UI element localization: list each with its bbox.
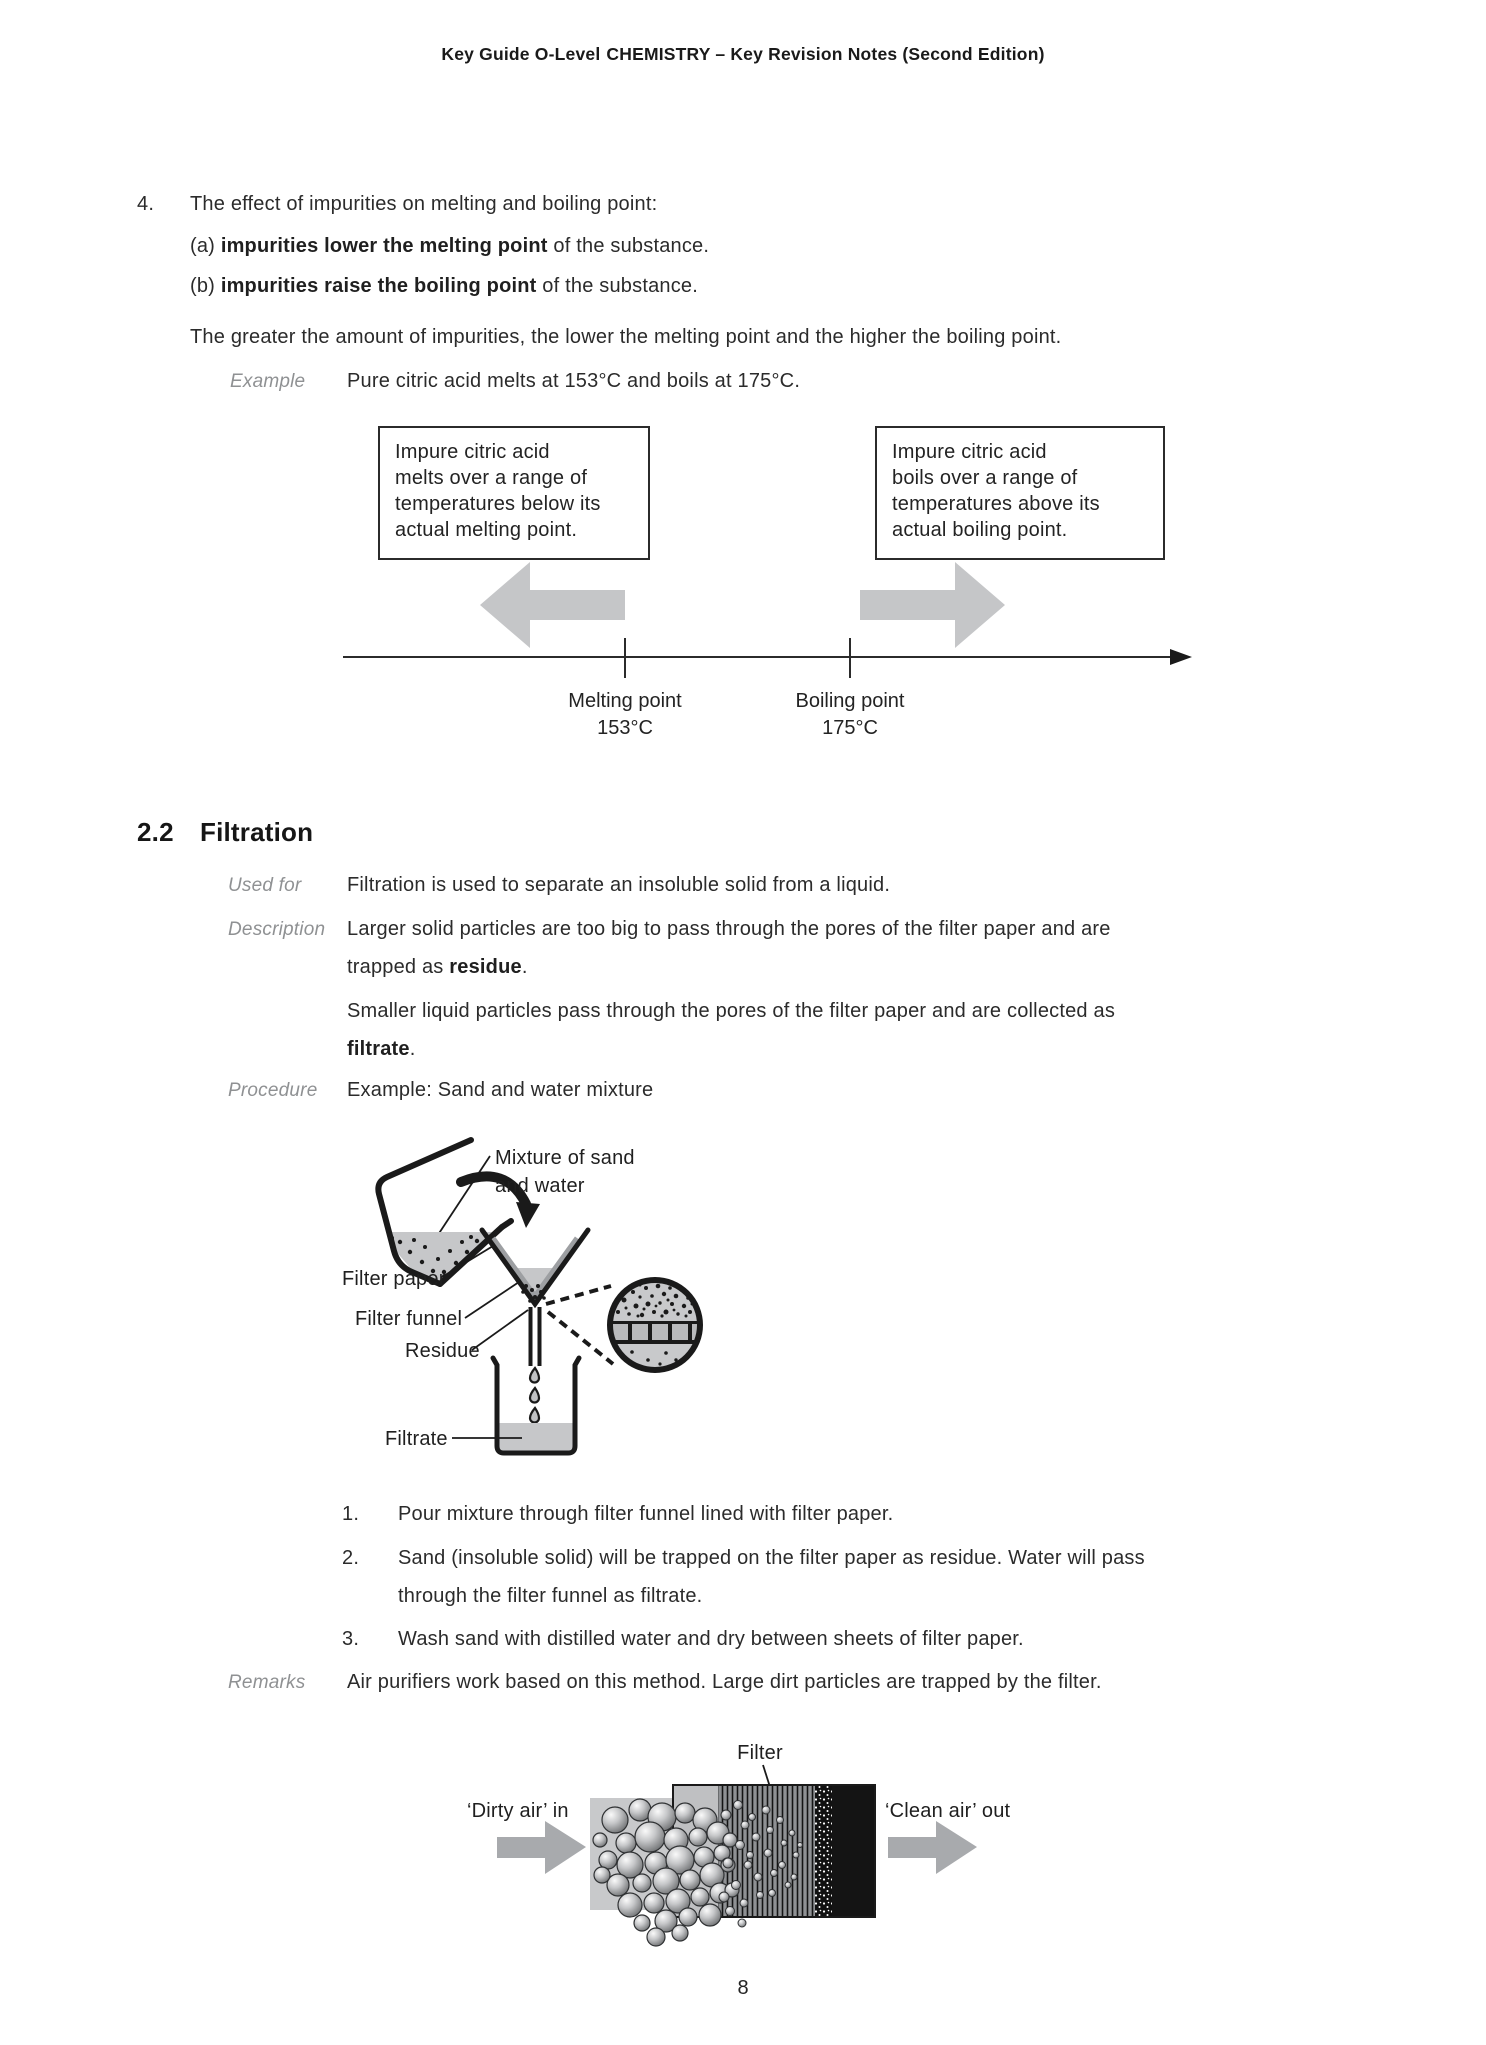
melting-point-value: 153°C [597,717,653,739]
filter-paper-pores [612,1324,700,1340]
description-line1: Larger solid particles are too big to pa… [347,918,1111,940]
boiling-point-value: 175°C [822,717,878,739]
magnifier-guide-line [545,1284,612,1306]
step-2-line2: through the filter funnel as filtrate. [398,1585,703,1607]
section4-item-a: (a) impurities lower the melting point o… [190,234,709,259]
remarks-text: Air purifiers work based on this method.… [347,1671,1102,1693]
dirty-air-arrow [497,1821,586,1874]
small-dirt-particles [718,1800,803,1928]
example-text: Pure citric acid melts at 153°C and boil… [347,370,801,392]
clean-air-label: ‘Clean air’ out [885,1800,1011,1822]
filtrate-term: filtrate [347,1038,410,1060]
used-for-label: Used for [228,875,302,896]
step-number: 3. [342,1628,360,1650]
section-number: 2.2 [137,817,174,847]
boiling-point-text: Boiling point [795,690,905,712]
header-series-title: Key Guide O-Level [441,44,601,64]
sand-particles [390,1235,480,1275]
callout-line: actual boiling point. [892,519,1068,541]
temperature-axis-diagram [343,562,1192,678]
step-number: 2. [342,1547,360,1569]
magnifier-ring [607,1277,703,1373]
filtrate-label: Filtrate [385,1428,448,1450]
impure-boiling-callout: Impure citric acid boils over a range of… [875,426,1165,560]
callout-line: Impure citric acid [892,441,1047,463]
section-2-2-heading: 2.2 Filtration [137,817,313,848]
step-3-row: 3. Wash sand with distilled water and dry… [342,1627,1024,1652]
procedure-label: Procedure [228,1080,318,1101]
example-label: Example [230,371,306,392]
dirty-air-label: ‘Dirty air’ in [467,1800,569,1822]
boiling-point-label: Boiling point 175°C [770,688,930,742]
residue-pointer [471,1309,529,1351]
clean-air-chamber [832,1785,875,1917]
residue-label: Residue [405,1340,480,1362]
item-a-bold: impurities lower the melting point [220,235,548,257]
residue-term: residue [449,956,522,978]
section4-item-b: (b) impurities raise the boiling point o… [190,274,698,299]
section4-intro-text: The effect of impurities on melting and … [190,193,658,215]
collecting-beaker [490,1355,582,1456]
large-dirt-particles [592,1798,740,1947]
right-range-arrow [860,562,1005,648]
section4-number: 4. [137,193,155,215]
impure-melting-callout: Impure citric acid melts over a range of… [378,426,650,560]
callout-line: actual melting point. [395,519,578,541]
header-book-title: CHEMISTRY – Key Revision Notes (Second E… [606,44,1045,64]
callout-line: Impure citric acid [395,441,550,463]
left-range-arrow [480,562,625,648]
step-text: Pour mixture through filter funnel lined… [398,1503,894,1525]
remarks-label: Remarks [228,1672,306,1693]
pour-arrowhead-icon [516,1202,540,1228]
step-number: 1. [342,1503,360,1525]
filter-funnel-shape [479,1227,591,1309]
filtrate-line2: filtrate. [347,1037,416,1062]
melting-point-text: Melting point [568,690,682,712]
filter-paper-pointer [441,1245,494,1278]
callout-line: temperatures below its [395,493,601,515]
clean-air-arrow [888,1821,977,1874]
item-b-bold: impurities raise the boiling point [220,275,537,297]
step-2-row: 2. Sand (insoluble solid) will be trapped… [342,1546,1145,1571]
description-line2: trapped as residue. [347,955,528,980]
callout-line: temperatures above its [892,493,1100,515]
procedure-text: Example: Sand and water mixture [347,1079,654,1101]
filter-funnel-label: Filter funnel [355,1308,462,1330]
page-number: 8 [737,1977,749,1999]
filter-label: Filter [737,1742,783,1764]
item-a-rest: of the substance. [547,235,710,257]
mixture-label-line2: and water [495,1175,585,1197]
step-text: Sand (insoluble solid) will be trapped o… [398,1547,1145,1569]
filtrate-liquid [499,1423,573,1451]
callout-line: boils over a range of [892,467,1078,489]
mixture-label-line1: Mixture of sand [495,1147,635,1169]
callout-line: melts over a range of [395,467,588,489]
description-line2-pre: trapped as [347,956,450,978]
description-label: Description [228,919,326,940]
item-a-prefix: (a) [190,235,221,257]
filtrate-droplets [528,1366,541,1424]
step-1-row: 1. Pour mixture through filter funnel lin… [342,1502,893,1527]
pour-arrow [456,1171,531,1209]
step-text: Wash sand with distilled water and dry b… [398,1628,1024,1650]
axis-arrowhead-icon [1170,649,1192,665]
filtrate-line1: Smaller liquid particles pass through th… [347,1000,1116,1022]
description-line2-post: . [521,956,528,978]
melting-point-label: Melting point 153°C [545,688,705,742]
trapped-particles-strip [815,1785,832,1917]
section4-summary: The greater the amount of impurities, th… [190,326,1062,348]
pouring-beaker [375,1137,514,1287]
filter-paper-label: Filter paper [342,1268,446,1290]
item-b-rest: of the substance. [536,275,699,297]
item-b-prefix: (b) [190,275,221,297]
section4-intro-row: 4. The effect of impurities on melting an… [137,192,657,217]
filtrate-line2-post: . [409,1038,416,1060]
air-filter-diagram: Filter ‘Dirty air’ in [467,1742,1011,1947]
filter-funnel-pointer [464,1281,520,1319]
filtration-diagram: Mixture of sand and water Filter paper F… [342,1137,703,1456]
used-for-text: Filtration is used to separate an insolu… [347,874,891,896]
residue-particles [521,1284,546,1303]
section-title: Filtration [200,817,314,847]
